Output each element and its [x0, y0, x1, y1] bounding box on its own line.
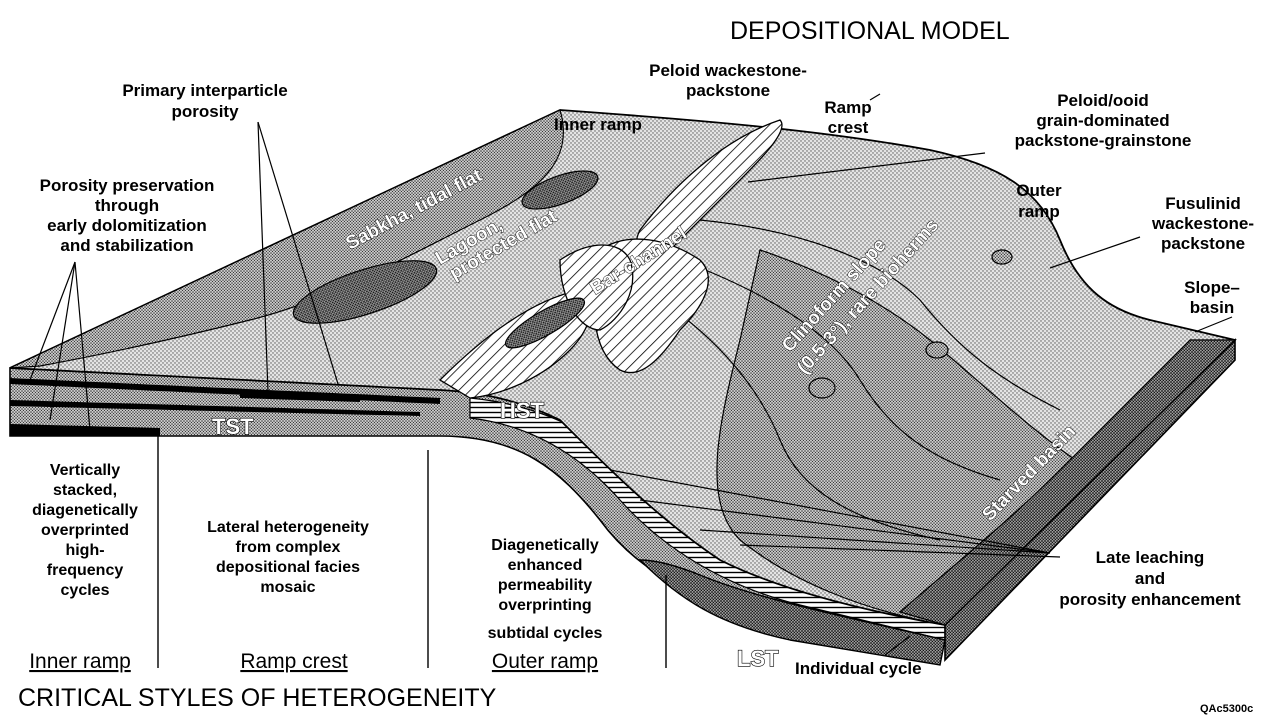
svg-text:Lateral heterogeneity: Lateral heterogeneity: [207, 519, 369, 536]
figure-code: QAc5300c: [1200, 703, 1253, 715]
svg-text:basin: basin: [1190, 298, 1234, 317]
svg-text:ramp: ramp: [1018, 202, 1060, 221]
svg-text:and stabilization: and stabilization: [60, 236, 193, 255]
callout-fusulinid: Fusulinid wackestone- packstone: [1151, 194, 1254, 253]
svg-text:overprinting: overprinting: [498, 597, 591, 614]
bioherm-2: [926, 342, 948, 358]
zone-label-outer-ramp: Outer ramp: [492, 650, 598, 673]
callout-late-leaching: Late leaching and porosity enhancement: [1059, 548, 1241, 609]
svg-text:packstone: packstone: [1161, 234, 1245, 253]
svg-text:Peloid/ooid: Peloid/ooid: [1057, 91, 1149, 110]
callout-primary-porosity: Primary interparticle porosity: [122, 81, 287, 121]
svg-text:wackestone-: wackestone-: [1151, 214, 1254, 233]
svg-text:stacked,: stacked,: [53, 482, 117, 499]
svg-text:Porosity preservation: Porosity preservation: [40, 176, 215, 195]
callout-ramp-crest: Ramp crest: [824, 98, 871, 137]
sequence-label-tst: TST: [212, 414, 254, 439]
svg-text:from complex: from complex: [236, 539, 341, 556]
svg-text:Fusulinid: Fusulinid: [1165, 194, 1241, 213]
svg-text:subtidal cycles: subtidal cycles: [488, 625, 603, 642]
svg-text:Primary interparticle: Primary interparticle: [122, 81, 287, 100]
svg-text:high-: high-: [65, 542, 104, 559]
heterogeneity-column-ramp-crest: Lateral heterogeneity from complex depos…: [207, 519, 369, 673]
svg-text:porosity enhancement: porosity enhancement: [1059, 590, 1241, 609]
sequence-label-hst: HST: [500, 398, 545, 423]
callout-individual-cycle: Individual cycle: [795, 659, 922, 678]
bioherm-1: [992, 250, 1012, 264]
svg-text:Diagenetically: Diagenetically: [491, 537, 599, 554]
svg-text:mosaic: mosaic: [260, 579, 315, 596]
svg-text:Late leaching: Late leaching: [1096, 548, 1205, 567]
svg-text:frequency: frequency: [47, 562, 124, 579]
callout-slope-basin: Slope– basin: [1184, 278, 1240, 317]
svg-text:permeability: permeability: [498, 577, 592, 594]
heterogeneity-column-inner-ramp: Vertically stacked, diagenetically overp…: [29, 462, 138, 673]
svg-text:cycles: cycles: [61, 582, 110, 599]
sequence-label-lst: LST: [737, 646, 779, 671]
svg-text:crest: crest: [828, 118, 869, 137]
svg-text:Ramp: Ramp: [824, 98, 871, 117]
callout-porosity-preservation: Porosity preservation through early dolo…: [40, 176, 215, 255]
zone-label-inner-ramp: Inner ramp: [29, 650, 131, 673]
svg-text:overprinted: overprinted: [41, 522, 129, 539]
svg-text:Peloid wackestone-: Peloid wackestone-: [649, 61, 807, 80]
svg-text:porosity: porosity: [171, 102, 239, 121]
svg-text:early dolomitization: early dolomitization: [47, 216, 207, 235]
svg-text:through: through: [95, 196, 159, 215]
svg-text:depositional facies: depositional facies: [216, 559, 360, 576]
zone-label-ramp-crest: Ramp crest: [240, 650, 348, 673]
bioherm-3: [809, 378, 835, 398]
svg-text:grain-dominated: grain-dominated: [1036, 111, 1169, 130]
svg-text:packstone: packstone: [686, 81, 770, 100]
svg-text:packstone-grainstone: packstone-grainstone: [1015, 131, 1192, 150]
svg-text:diagenetically: diagenetically: [32, 502, 138, 519]
depositional-model-title: DEPOSITIONAL MODEL: [730, 17, 1010, 45]
callout-peloid-wackestone: Peloid wackestone- packstone: [649, 61, 807, 100]
svg-text:Vertically: Vertically: [50, 462, 120, 479]
svg-text:enhanced: enhanced: [508, 557, 583, 574]
heterogeneity-column-outer-ramp: Diagenetically enhanced permeability ove…: [488, 537, 603, 673]
svg-text:Outer: Outer: [1016, 181, 1062, 200]
callout-inner-ramp: Inner ramp: [554, 115, 642, 134]
callout-peloid-ooid: Peloid/ooid grain-dominated packstone-gr…: [1015, 91, 1192, 150]
svg-text:and: and: [1135, 569, 1165, 588]
svg-text:Slope–: Slope–: [1184, 278, 1240, 297]
heterogeneity-title: CRITICAL STYLES OF HETEROGENEITY: [18, 684, 497, 712]
